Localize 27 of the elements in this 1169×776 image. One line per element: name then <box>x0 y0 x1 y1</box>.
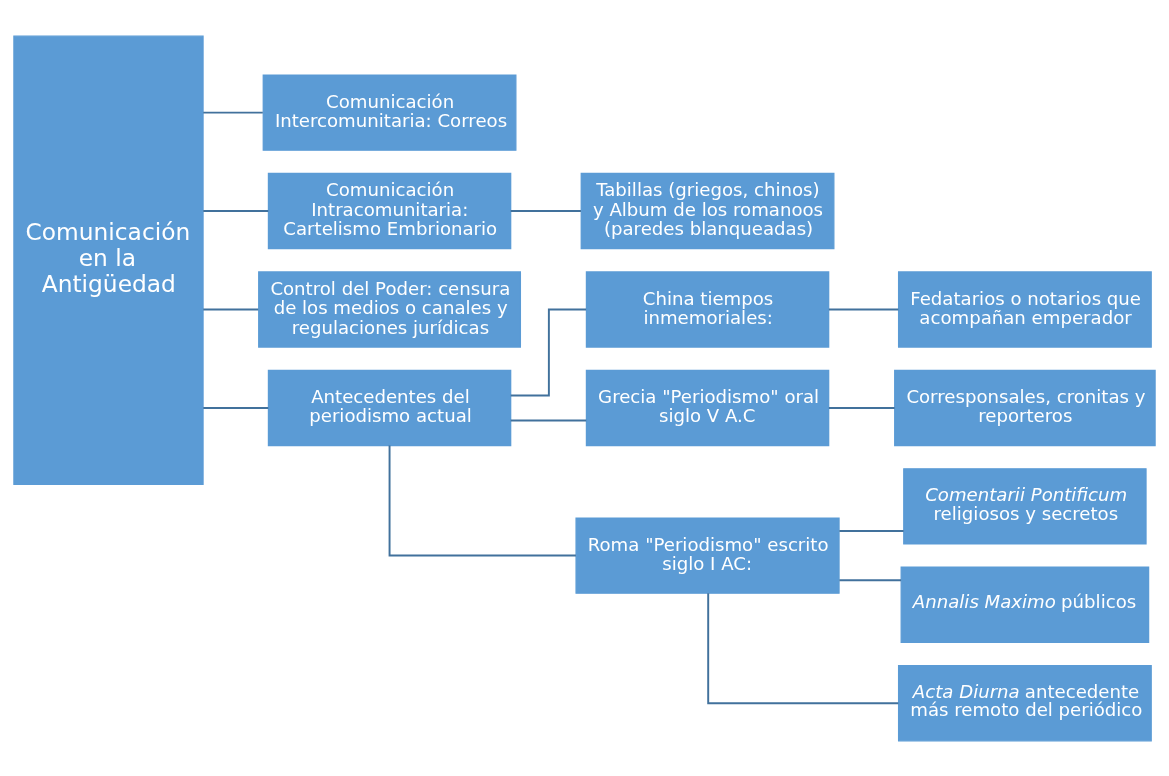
connector <box>827 406 896 409</box>
connector <box>838 529 905 532</box>
node-box: Fedatarios o notarios que acompañan emperador <box>897 270 1152 348</box>
connector <box>388 444 577 557</box>
connector <box>707 591 900 704</box>
node-box: Tabillas (griegos, chinos) y Album de los romanoos (paredes blanqueadas) <box>580 172 835 249</box>
node-box: Comunicación Intracomunitaria: Cartelismo Embrionario <box>267 172 512 249</box>
connector <box>509 418 588 421</box>
connector <box>202 209 270 212</box>
connector <box>202 406 270 409</box>
node-box: Grecia "Periodismo" oral siglo V A.C <box>585 369 830 446</box>
connector <box>827 308 900 310</box>
connector <box>509 308 588 396</box>
node-box: Corresponsales, cronitas y reporteros <box>894 369 1156 446</box>
node-box: Control del Poder: censura de los medios o canales y regulaciones jurídicas <box>258 270 522 348</box>
node-box: Comunicación en la Antigüedad <box>13 35 204 485</box>
node-box: Comunicación Intercomunitaria: Correos <box>262 73 517 151</box>
node-box: Comentarii Pontificum religiosos y secretos <box>903 467 1147 545</box>
node-box: China tiempos inmemoriales: <box>585 270 830 348</box>
node-box: Roma "Periodismo" escrito siglo I AC: <box>575 516 840 594</box>
connector <box>202 111 264 114</box>
connector <box>838 578 903 581</box>
node-box: Antecedentes del periodismo actual <box>267 369 512 446</box>
connector <box>202 308 260 310</box>
node-box: Acta Diurna antecedente más remoto del periódico <box>897 664 1152 741</box>
node-box: Annalis Maximo públicos <box>900 566 1150 643</box>
connector <box>509 209 582 212</box>
